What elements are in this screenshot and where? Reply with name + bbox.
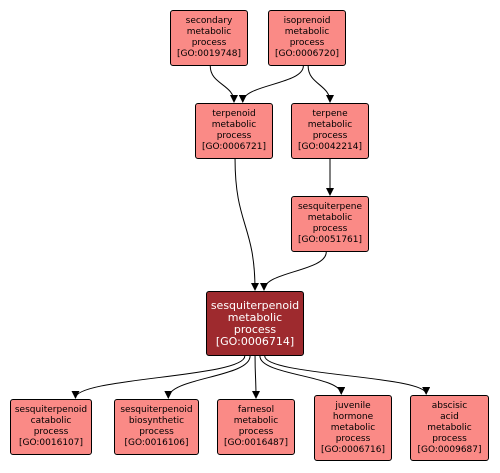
node-go-id: [GO:0006721] (201, 142, 267, 152)
node-go-id: [GO:0051761] (297, 235, 363, 245)
node-line: process (312, 224, 348, 234)
node-terpene-metabolic-process[interactable]: terpene metabolic process [GO:0042214] (291, 103, 369, 159)
node-line: sesquiterpenoid (14, 405, 88, 415)
edge-terpenoid-to-sesquiterpenoid (234, 158, 259, 291)
node-line: process (191, 38, 227, 48)
node-line: process (312, 131, 348, 141)
node-line: metabolic (427, 422, 472, 433)
node-line: metabolic (307, 120, 353, 130)
node-isoprenoid-metabolic-process[interactable]: isoprenoid metabolic process [GO:0006720… (268, 10, 346, 66)
edge-isoprenoid-to-terpenoid (238, 65, 304, 103)
node-secondary-metabolic-process[interactable]: secondary metabolic process [GO:0019748] (170, 10, 248, 66)
node-line: process (216, 131, 252, 141)
node-line: process (233, 322, 277, 336)
node-line: process (139, 427, 174, 437)
edge-sesquiterpenoid-to-juvenile (259, 355, 346, 395)
node-go-id: [GO:0016487] (223, 438, 289, 448)
node-go-id: [GO:0009687] (417, 444, 482, 455)
node-go-id: [GO:0006716] (320, 444, 386, 455)
node-line: hormone (332, 411, 374, 422)
node-abscisic-acid-metabolic-process[interactable]: abscisic acid metabolic process [GO:0009… (410, 395, 489, 461)
node-sesquiterpenoid-biosynthetic-process[interactable]: sesquiterpenoid biosynthetic process [GO… (114, 399, 199, 455)
node-line: process (33, 427, 69, 437)
node-line: abscisic (431, 400, 468, 411)
edge-sesquiterpenoid-to-biosynthetic (164, 355, 251, 399)
node-line: sesquiterpenoid (210, 298, 300, 312)
node-juvenile-hormone-metabolic-process[interactable]: juvenile hormone metabolic process [GO:0… (314, 395, 392, 461)
node-line: sesquiterpene (297, 202, 363, 212)
node-terpenoid-metabolic-process[interactable]: terpenoid metabolic process [GO:0006721] (195, 103, 273, 159)
node-line: metabolic (186, 27, 232, 37)
edge-sesquiterpenoid-to-farnesol (251, 355, 260, 399)
node-line: metabolic (330, 422, 376, 433)
node-line: metabolic (284, 27, 330, 37)
node-line: isoprenoid (283, 16, 331, 26)
node-sesquiterpene-metabolic-process[interactable]: sesquiterpene metabolic process [GO:0051… (291, 196, 369, 252)
node-line: process (238, 427, 274, 437)
node-line: metabolic (233, 416, 279, 426)
node-line: juvenile (335, 400, 371, 411)
node-line: acid (440, 411, 459, 422)
node-go-id: [GO:0019748] (176, 49, 242, 59)
edge-secondary-to-terpenoid (209, 65, 238, 103)
edge-sesquiterpenoid-to-catabolic (71, 355, 246, 399)
node-sesquiterpenoid-catabolic-process[interactable]: sesquiterpenoid catabolic process [GO:00… (10, 399, 92, 455)
node-line: metabolic (211, 120, 257, 130)
node-line: farnesol (237, 405, 275, 415)
node-line: process (289, 38, 325, 48)
node-line: process (335, 433, 371, 444)
node-line: metabolic (307, 213, 353, 223)
node-farnesol-metabolic-process[interactable]: farnesol metabolic process [GO:0016487] (217, 399, 295, 455)
node-go-id: [GO:0016106] (124, 438, 189, 448)
node-sesquiterpenoid-metabolic-process-focus[interactable]: sesquiterpenoid metabolic process [GO:00… (206, 291, 304, 356)
node-go-id: [GO:0016107] (18, 438, 84, 448)
node-go-id: [GO:0006714] (215, 334, 295, 348)
node-go-id: [GO:0042214] (297, 142, 363, 152)
node-line: sesquiterpenoid (120, 405, 193, 415)
edge-sesquiterpene-to-sesquiterpenoid (260, 251, 327, 291)
node-line: biosynthetic (128, 416, 185, 426)
node-line: catabolic (30, 416, 72, 426)
edge-sesquiterpenoid-to-abscisic (264, 355, 431, 395)
node-line: process (432, 433, 467, 444)
node-go-id: [GO:0006720] (274, 49, 340, 59)
node-line: terpenoid (212, 109, 256, 119)
node-line: terpene (312, 109, 348, 119)
node-line: secondary (185, 16, 233, 26)
node-line: metabolic (227, 310, 283, 324)
edge-isoprenoid-to-terpene (307, 65, 334, 103)
